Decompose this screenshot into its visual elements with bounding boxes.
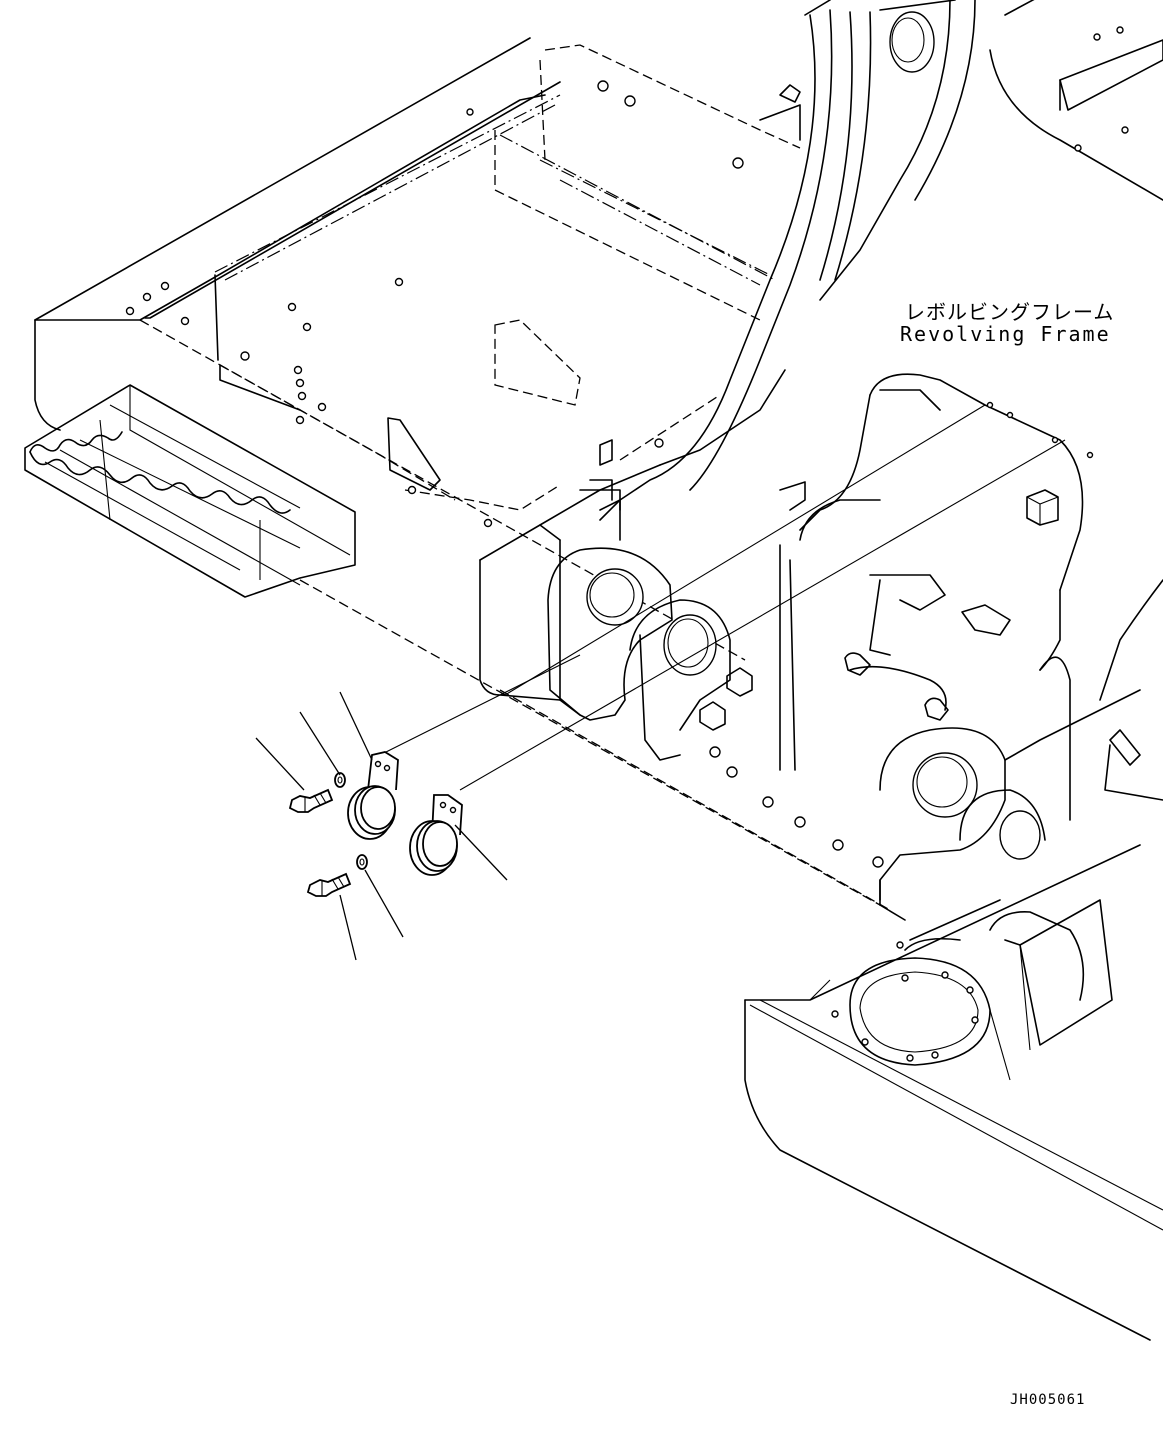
frame-label-japanese: レボルビングフレーム — [905, 300, 1115, 324]
right-pin-boss — [879, 579, 1163, 901]
frame-label-english: Revolving Frame — [900, 322, 1111, 346]
bolt-upper — [288, 788, 334, 813]
counterweight-frame — [744, 844, 1163, 1341]
left-pin-boss — [547, 547, 731, 731]
horn-assembly — [288, 751, 463, 897]
washer-upper — [334, 772, 346, 788]
deck-holes — [125, 80, 744, 528]
reference-line-upper — [504, 404, 986, 696]
floor-gusset — [387, 417, 441, 491]
mounting-blocks — [699, 667, 753, 731]
center-box-frame — [479, 464, 891, 911]
washer-lower — [356, 854, 368, 870]
bolt-lower — [306, 872, 352, 897]
horn-bracket-upper — [367, 751, 399, 791]
leader-lines — [255, 691, 508, 961]
drawing-code: JH005061 — [1010, 1392, 1086, 1408]
right-box-frame — [799, 373, 1094, 721]
upper-right-housing — [989, 0, 1163, 201]
reference-line-lower — [459, 439, 1066, 791]
boom-bracket — [599, 0, 976, 521]
deck-gusset — [494, 319, 581, 406]
center-frame-holes — [709, 746, 884, 868]
step-assembly — [24, 384, 356, 598]
deck-plate — [34, 37, 801, 661]
